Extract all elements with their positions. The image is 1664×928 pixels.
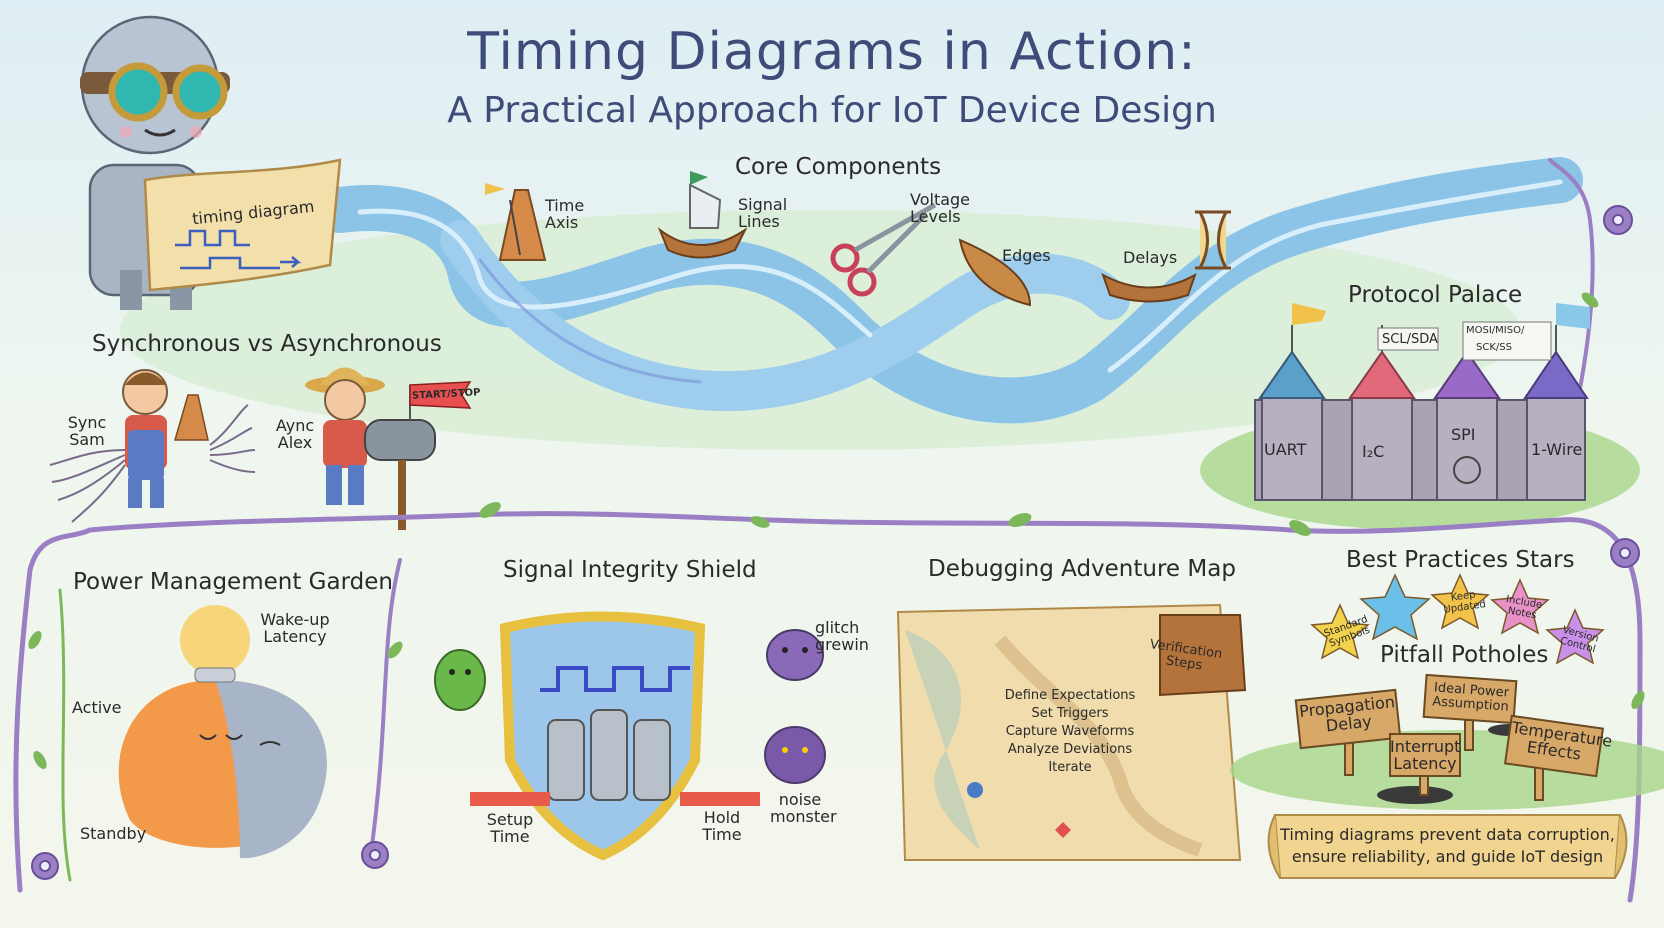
star-standard-icon — [1310, 603, 1370, 660]
debug-step-5: Iterate — [1048, 760, 1092, 775]
pitfall-signs — [1230, 673, 1664, 810]
robot-character — [80, 15, 342, 310]
start-stop-flag-icon — [409, 381, 472, 409]
protocol-palace-heading: Protocol Palace — [1348, 282, 1523, 308]
star-smile-icon — [1359, 573, 1431, 641]
banner-line-2: ensure reliability, and guide IoT design — [1291, 847, 1604, 866]
tower-uart: UART — [1264, 440, 1307, 459]
standby-label: Standby — [80, 824, 147, 843]
scroll-banner — [1267, 814, 1628, 879]
star-version-icon — [1545, 608, 1605, 665]
sync-sam-label: Sync Sam — [67, 413, 107, 449]
component-time-axis: Time Axis — [545, 196, 585, 232]
setup-time-label: Setup Time — [486, 810, 534, 846]
power-orb — [118, 605, 327, 859]
gear-icon — [31, 205, 1640, 880]
flag-i2c-icon — [1377, 327, 1439, 351]
shield-waveform-icon — [540, 666, 690, 692]
pitfall-ideal-power: Ideal Power Assumption — [1431, 680, 1510, 715]
glitch-gremlin-icon — [434, 649, 486, 711]
signal-shield-heading: Signal Integrity Shield — [503, 557, 757, 583]
river — [317, 157, 1583, 424]
flag-spi-label-2: SCK/SS — [1476, 342, 1512, 353]
flag-uart-icon — [1292, 303, 1326, 325]
castle — [1254, 303, 1590, 501]
knights-icon — [547, 709, 671, 801]
metronome-small-icon — [174, 394, 209, 441]
glitch-gremlin-label: glitch grewin — [815, 618, 869, 654]
hourglass-icon — [1101, 210, 1231, 303]
debug-step-3: Capture Waveforms — [1005, 724, 1135, 739]
wake-latency-label: Wake-up Latency — [260, 610, 330, 646]
leaves — [28, 292, 1645, 770]
power-garden-heading: Power Management Garden — [73, 569, 393, 595]
flag-spi-label-1: MOSI/MISO/ — [1466, 325, 1525, 336]
mailbox-icon — [364, 419, 436, 461]
debug-step-2: Set Triggers — [1031, 706, 1109, 721]
component-edges: Edges — [1002, 246, 1051, 265]
sync-async-heading: Synchronous vs Asynchronous — [92, 331, 442, 357]
star-updated-icon — [1430, 573, 1490, 630]
debug-step-4: Analyze Deviations — [1007, 742, 1133, 757]
metronome-icon — [485, 183, 547, 261]
scroll-waveform-icon — [175, 229, 250, 247]
goggle-right-icon — [172, 64, 228, 120]
scroll-map — [143, 158, 342, 292]
hold-time-label: Hold Time — [702, 808, 742, 844]
debug-map-heading: Debugging Adventure Map — [928, 556, 1236, 582]
page-subtitle: A Practical Approach for IoT Device Desi… — [447, 90, 1217, 131]
star-notes-icon — [1490, 578, 1550, 635]
treasure-map — [896, 603, 1247, 861]
sync-sam-character — [49, 369, 256, 523]
banner-line-1: Timing diagrams prevent data corruption, — [1280, 825, 1615, 844]
core-components-heading: Core Components — [735, 154, 942, 180]
goggle-left-icon — [108, 62, 168, 122]
page-title: Timing Diagrams in Action: — [467, 22, 1197, 82]
scissors-icon — [830, 202, 937, 297]
flag-onewire-icon — [1556, 303, 1590, 329]
tower-onewire: 1-Wire — [1531, 440, 1583, 459]
stars — [1310, 573, 1605, 665]
shield-graphic — [470, 611, 760, 861]
tower-i2c: I₂C — [1362, 442, 1385, 461]
async-alex-character — [305, 367, 472, 530]
component-delays: Delays — [1123, 248, 1178, 267]
best-practices-heading: Best Practices Stars — [1346, 547, 1575, 573]
noise-monster-icon — [764, 629, 826, 784]
flag-i2c-label: SCL/SDA — [1382, 332, 1438, 347]
async-alex-label: Aync Alex — [275, 416, 315, 452]
boat-signal-icon — [657, 171, 748, 259]
active-label: Active — [72, 698, 122, 717]
clock-icon — [1453, 456, 1481, 484]
treasure-chest-icon — [1159, 614, 1247, 697]
pitfalls-heading: Pitfall Potholes — [1380, 642, 1549, 668]
flag-spi-icon — [1462, 321, 1552, 361]
pitfall-interrupt-latency: Interrupt Latency — [1390, 737, 1461, 773]
tower-spi: SPI — [1451, 425, 1476, 444]
noise-monster-label: noise monster — [770, 790, 837, 826]
component-signal-lines: Signal Lines — [738, 195, 788, 231]
component-voltage-levels: Voltage Levels — [910, 190, 971, 226]
debug-step-1: Define Expectations — [1004, 688, 1136, 703]
half-boat-edge-icon — [958, 238, 1032, 307]
